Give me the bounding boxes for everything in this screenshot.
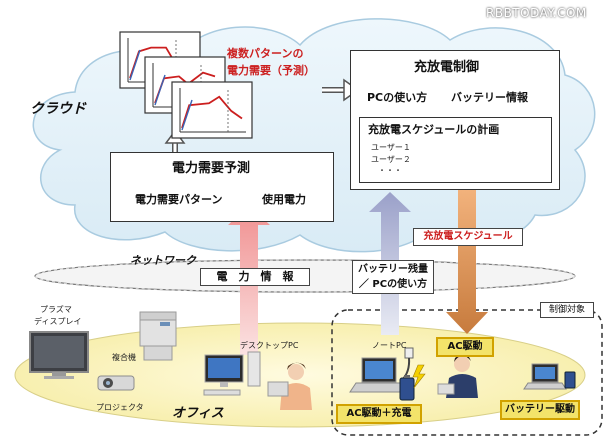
demand-forecast-title: 電力需要予測 xyxy=(172,161,251,176)
battery-pc-tag: バッテリー残量 ／ PCの使い方 xyxy=(352,260,434,294)
schedule-plan-box xyxy=(359,117,552,183)
control-target-label: 制御対象 xyxy=(540,302,594,318)
schedule-plan-title: 充放電スケジュールの計画 xyxy=(368,123,500,136)
desktop-pc-icon xyxy=(203,351,261,396)
projector-icon xyxy=(97,375,135,391)
demand-pattern-label: 電力需要パターン xyxy=(135,193,223,206)
charge-control-title: 充放電制御 xyxy=(414,60,480,75)
plasma-display-icon xyxy=(29,331,89,379)
plasma-label-line2: ディスプレイ xyxy=(34,317,82,326)
network-label: ネットワーク xyxy=(130,254,196,267)
mini-chart-rise xyxy=(181,99,193,131)
battery-pc-icon xyxy=(523,363,576,390)
schedule-tag: 充放電スケジュール xyxy=(413,228,523,246)
mfp-icon xyxy=(139,311,177,361)
projector-label: プロジェクタ xyxy=(96,403,144,412)
battery-info-label: バッテリー情報 xyxy=(451,91,528,104)
multi-pattern-caption-line2: 電力需要（予測） xyxy=(227,64,315,77)
plasma-label-line1: プラズマ xyxy=(40,305,72,314)
mini-chart-frame xyxy=(171,81,253,139)
usage-label: 使用電力 xyxy=(262,193,306,206)
battery-charge-icon xyxy=(399,364,426,401)
notebook-pc-icon xyxy=(349,357,407,393)
battery-drive-label: バッテリー駆動 xyxy=(500,400,580,420)
worker-icon xyxy=(267,362,312,410)
ac-drive-label: AC駆動 xyxy=(436,337,494,357)
mini-chart-rise xyxy=(154,74,166,106)
watermark: RBBTODAY.COM xyxy=(486,6,587,20)
pc-usage-text: ／ PCの使い方 xyxy=(358,279,428,290)
power-info-tag: 電 力 情 報 xyxy=(200,268,310,286)
mfp-label: 複合機 xyxy=(112,353,136,362)
mini-chart-rise xyxy=(129,49,141,81)
notebook-label: ノートPC xyxy=(372,341,407,350)
cloud-label: クラウド xyxy=(30,101,86,117)
battery-remaining-text: バッテリー残量 xyxy=(358,264,428,275)
office-label: オフィス xyxy=(172,406,224,421)
mini-demand-charts xyxy=(119,31,253,139)
download-arrow-schedule xyxy=(446,190,488,334)
desktop-label: デスクトップPC xyxy=(240,341,299,350)
pc-usage-label: PCの使い方 xyxy=(367,91,428,104)
schedule-user-2: ユーザー２ xyxy=(371,155,411,164)
schedule-user-1: ユーザー１ xyxy=(371,143,411,152)
ac-charge-label: AC駆動＋充電 xyxy=(336,404,422,424)
multi-pattern-caption-line1: 複数パターンの xyxy=(227,47,304,60)
schedule-user-more: ・・・ xyxy=(378,166,402,175)
mini-chart-line xyxy=(181,95,243,129)
demand-forecast-box xyxy=(110,152,334,222)
